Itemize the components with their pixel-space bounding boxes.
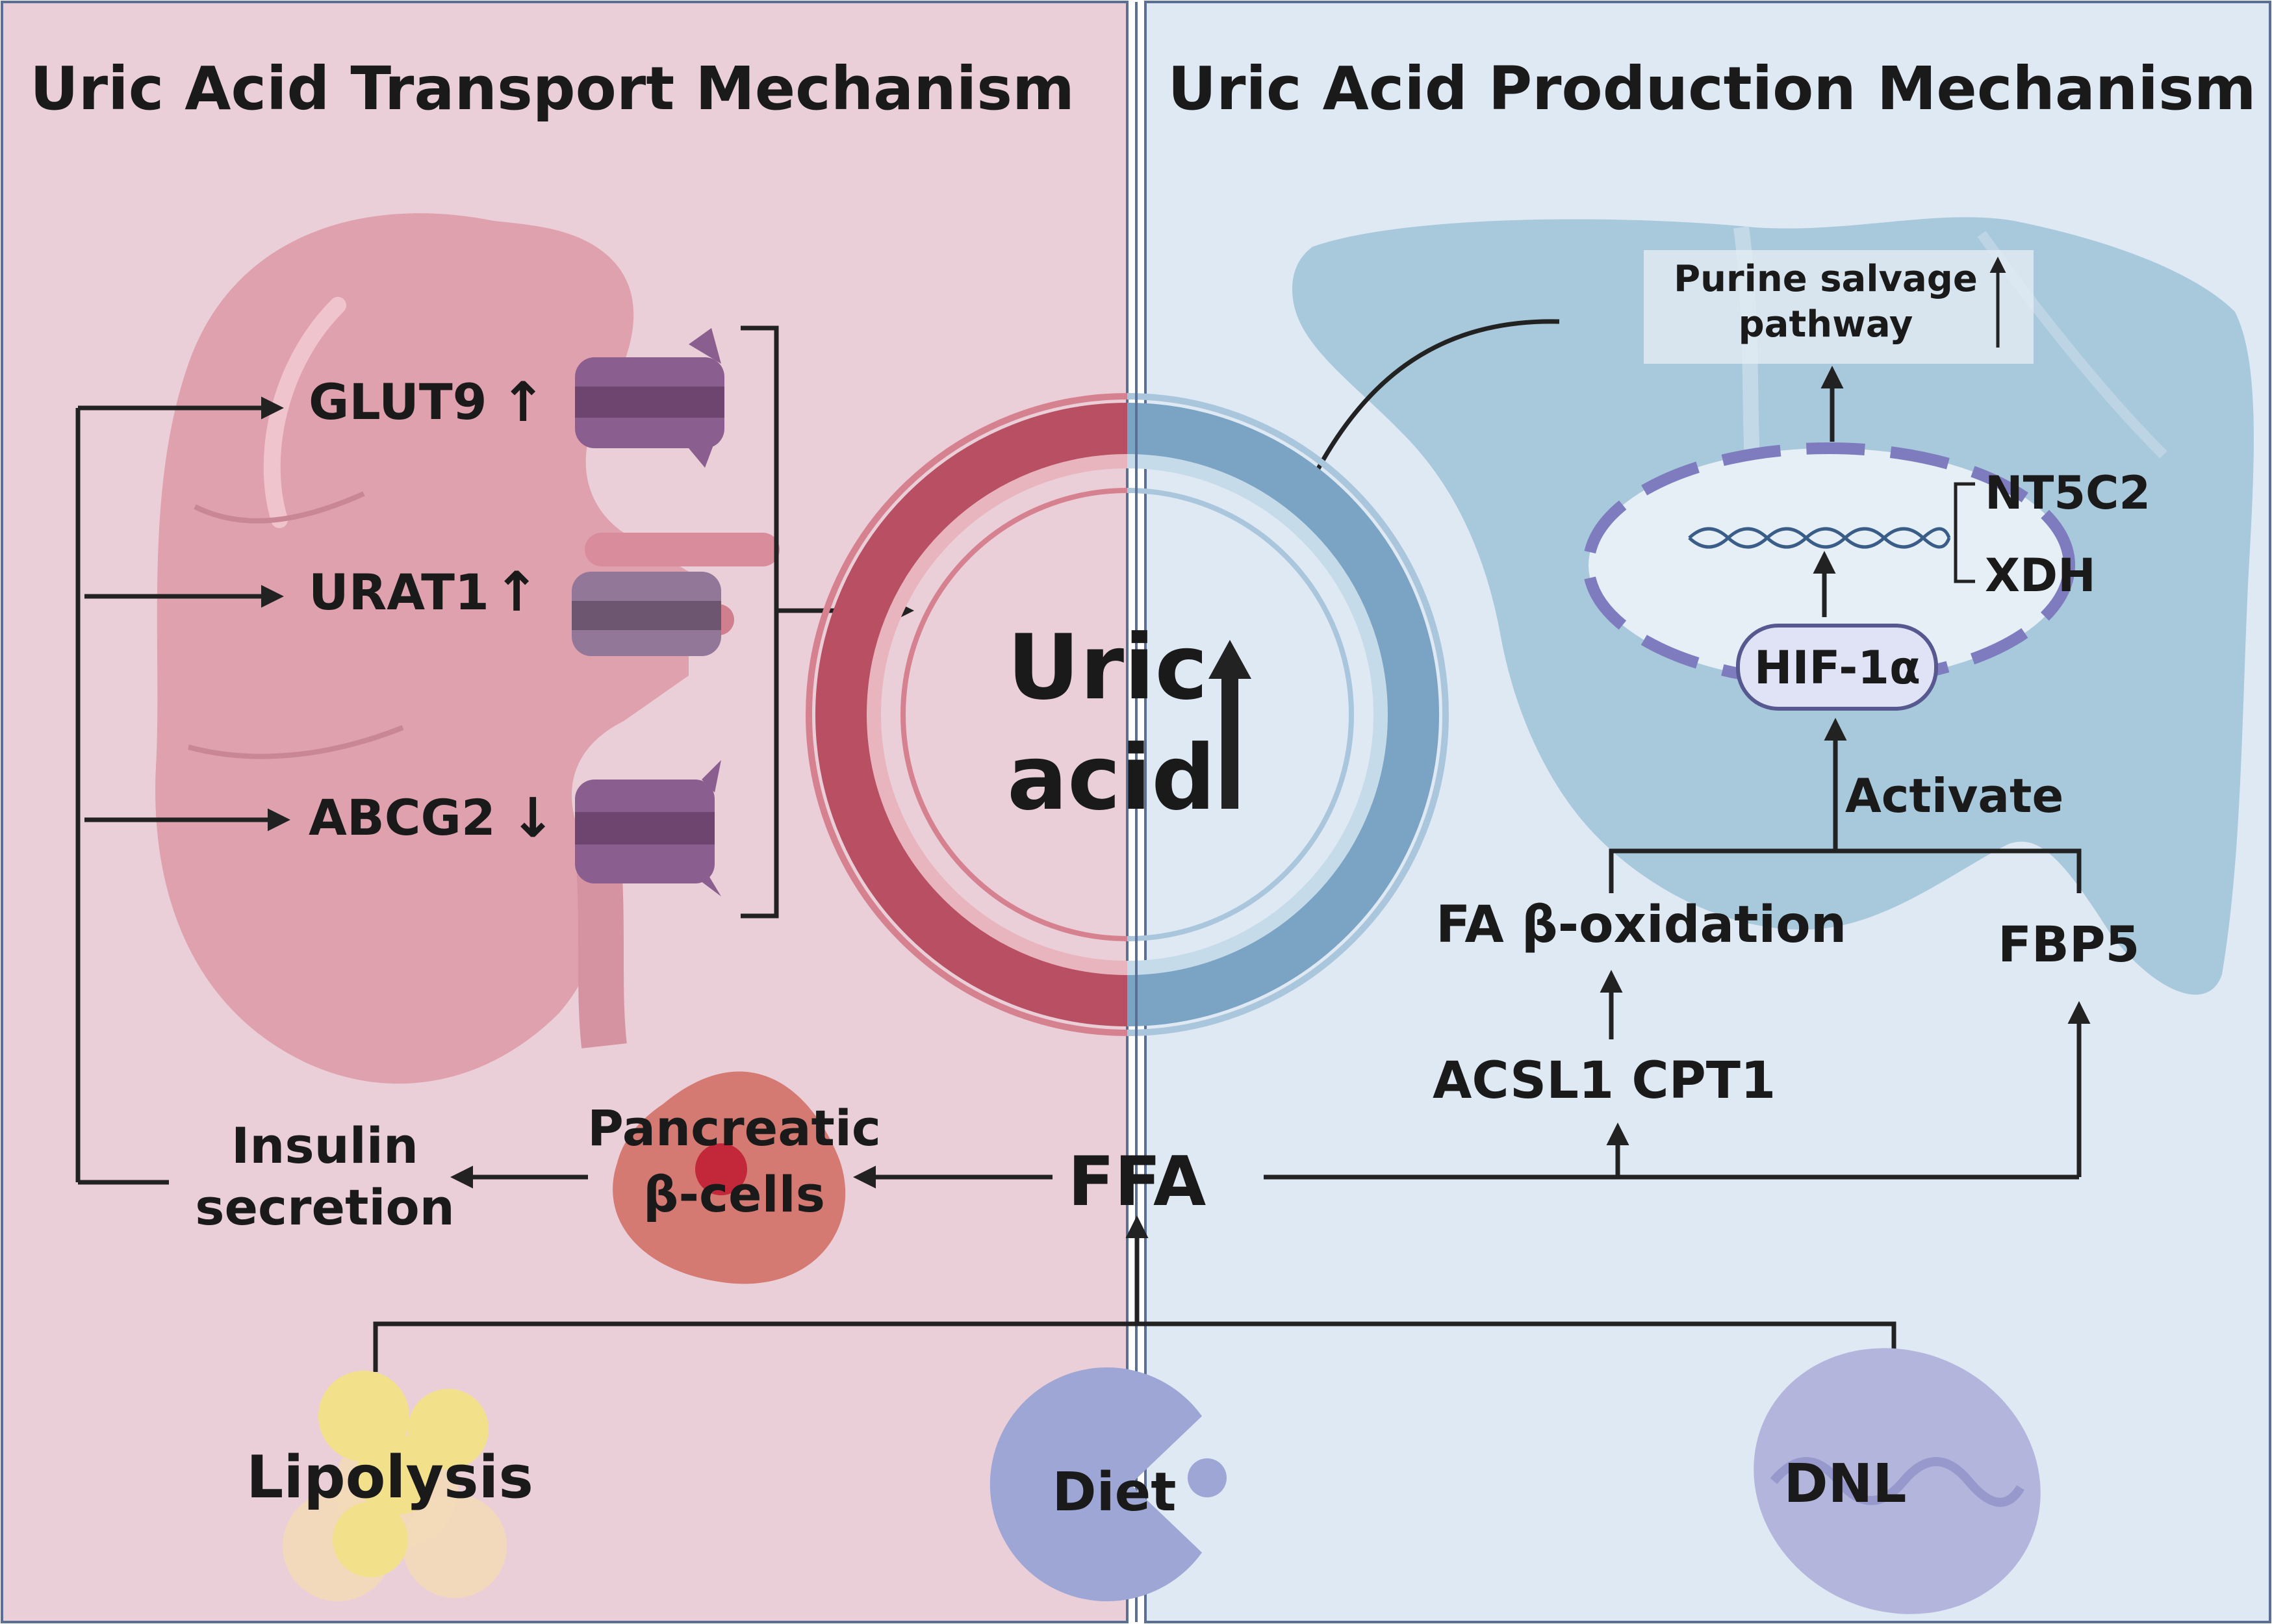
abcg2-label: ABCG2 — [309, 789, 496, 846]
gene-bracket — [1954, 482, 1975, 583]
xdh-label: XDH — [1985, 549, 2096, 602]
blood-vessel — [806, 393, 1449, 1036]
activate-label: Activate — [1845, 768, 2063, 823]
fat-cells-icon — [283, 1371, 507, 1601]
glut9-up-arrow: ↑ — [500, 370, 546, 434]
insulin-line1: Insulin — [231, 1117, 418, 1174]
abcg2-transporter-icon — [575, 760, 721, 896]
purine-salvage-line2: pathway — [1739, 303, 1913, 346]
pancreatic-cell-icon — [613, 1071, 846, 1284]
purine-salvage-box — [1644, 250, 2034, 364]
insulin-line2: secretion — [195, 1178, 455, 1236]
dnl-label: DNL — [1784, 1453, 1907, 1515]
purine-salvage-line1: Purine salvage — [1674, 258, 1978, 300]
nt5c2-label: NT5C2 — [1985, 466, 2151, 520]
fa-oxidation-label: FA β-oxidation — [1436, 896, 1846, 954]
lipolysis-label: Lipolysis — [246, 1443, 533, 1512]
ffa-label: FFA — [1068, 1142, 1206, 1221]
mitochondria-icon — [1754, 1348, 2041, 1614]
left-panel-title: Uric Acid Transport Mechanism — [30, 54, 1075, 123]
fbp5-label: FBP5 — [1998, 915, 2139, 973]
pancreatic-line2: β-cells — [643, 1165, 825, 1223]
right-panel-title: Uric Acid Production Mechanism — [1168, 54, 2256, 123]
glut9-label: GLUT9 — [309, 373, 487, 431]
uric-acid-line2: acid — [1007, 726, 1216, 830]
bottom-arrows — [373, 1165, 1896, 1372]
hif-label: HIF-1α — [1754, 641, 1921, 694]
hif-badge — [1736, 624, 1938, 711]
urat1-label: URAT1 — [309, 563, 489, 621]
diet-label: Diet — [1053, 1462, 1177, 1523]
glut9-transporter-icon — [575, 328, 724, 468]
abcg2-down-arrow: ↓ — [510, 786, 555, 850]
urat1-transporter-icon — [572, 572, 721, 656]
acsl-cpt1-label: ACSL1 CPT1 — [1433, 1052, 1776, 1110]
uric-acid-up-arrow — [1208, 640, 1251, 809]
transport-arrows — [75, 325, 914, 1185]
pancreatic-line1: Pancreatic — [587, 1099, 881, 1157]
urat1-up-arrow: ↑ — [494, 560, 539, 624]
diet-icon — [989, 1367, 1227, 1601]
uric-acid-line1: Uric — [1007, 615, 1208, 720]
